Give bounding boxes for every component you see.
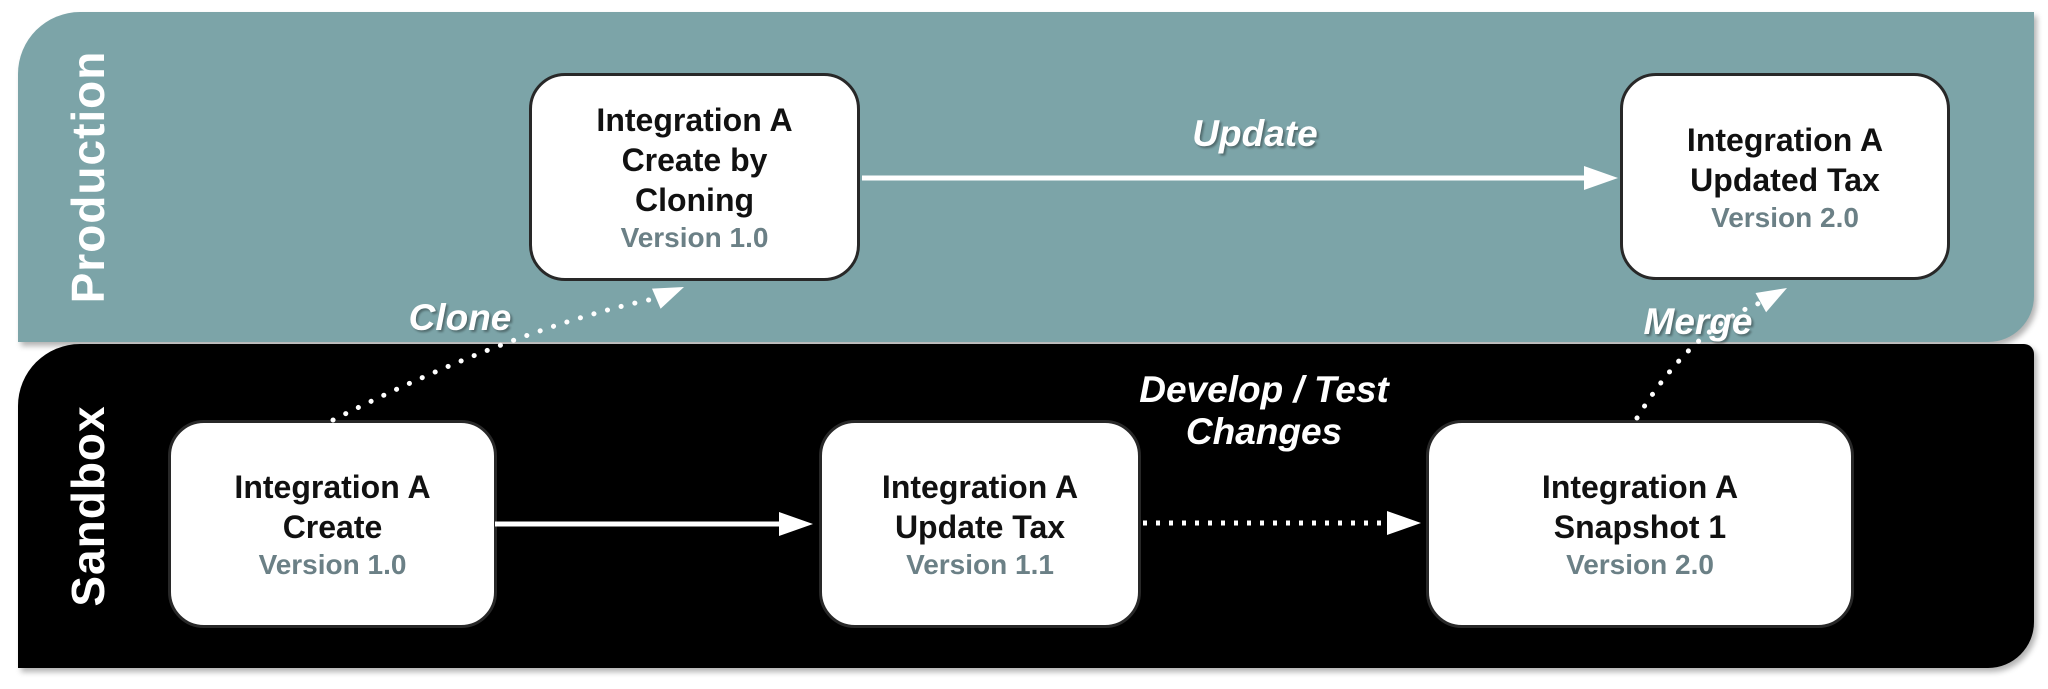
node-title: Integration A Snapshot 1 [1541, 469, 1739, 545]
node-version: Version 1.0 [258, 549, 407, 580]
develop-test-arrow-label: Develop / Test Changes [1139, 369, 1389, 452]
node-title: Integration A Updated Tax [1686, 121, 1884, 198]
node-title: Integration A Update Tax [881, 469, 1079, 545]
node-version: Version 1.1 [906, 549, 1054, 580]
node-prod-create-by-cloning: Integration A Create by Cloning Version … [529, 73, 860, 281]
node-prod-updated-tax: Integration A Updated Tax Version 2.0 [1620, 73, 1950, 280]
node-version: Version 1.0 [620, 222, 769, 253]
sandbox-lane-label: Sandbox [62, 405, 114, 607]
merge-arrow-label: Merge [1643, 301, 1753, 342]
clone-arrow-label: Clone [408, 297, 512, 338]
node-sandbox-create: Integration A Create Version 1.0 [168, 420, 497, 628]
production-lane-label: Production [62, 50, 114, 304]
node-version: Version 2.0 [1711, 201, 1859, 233]
update-arrow-label: Update [1192, 113, 1318, 154]
node-version: Version 2.0 [1566, 549, 1714, 580]
node-sandbox-snapshot-1: Integration A Snapshot 1 Version 2.0 [1426, 420, 1854, 628]
node-title: Integration A Create by Cloning [596, 102, 793, 218]
node-title: Integration A Create [234, 469, 431, 545]
node-sandbox-update-tax: Integration A Update Tax Version 1.1 [819, 420, 1141, 628]
